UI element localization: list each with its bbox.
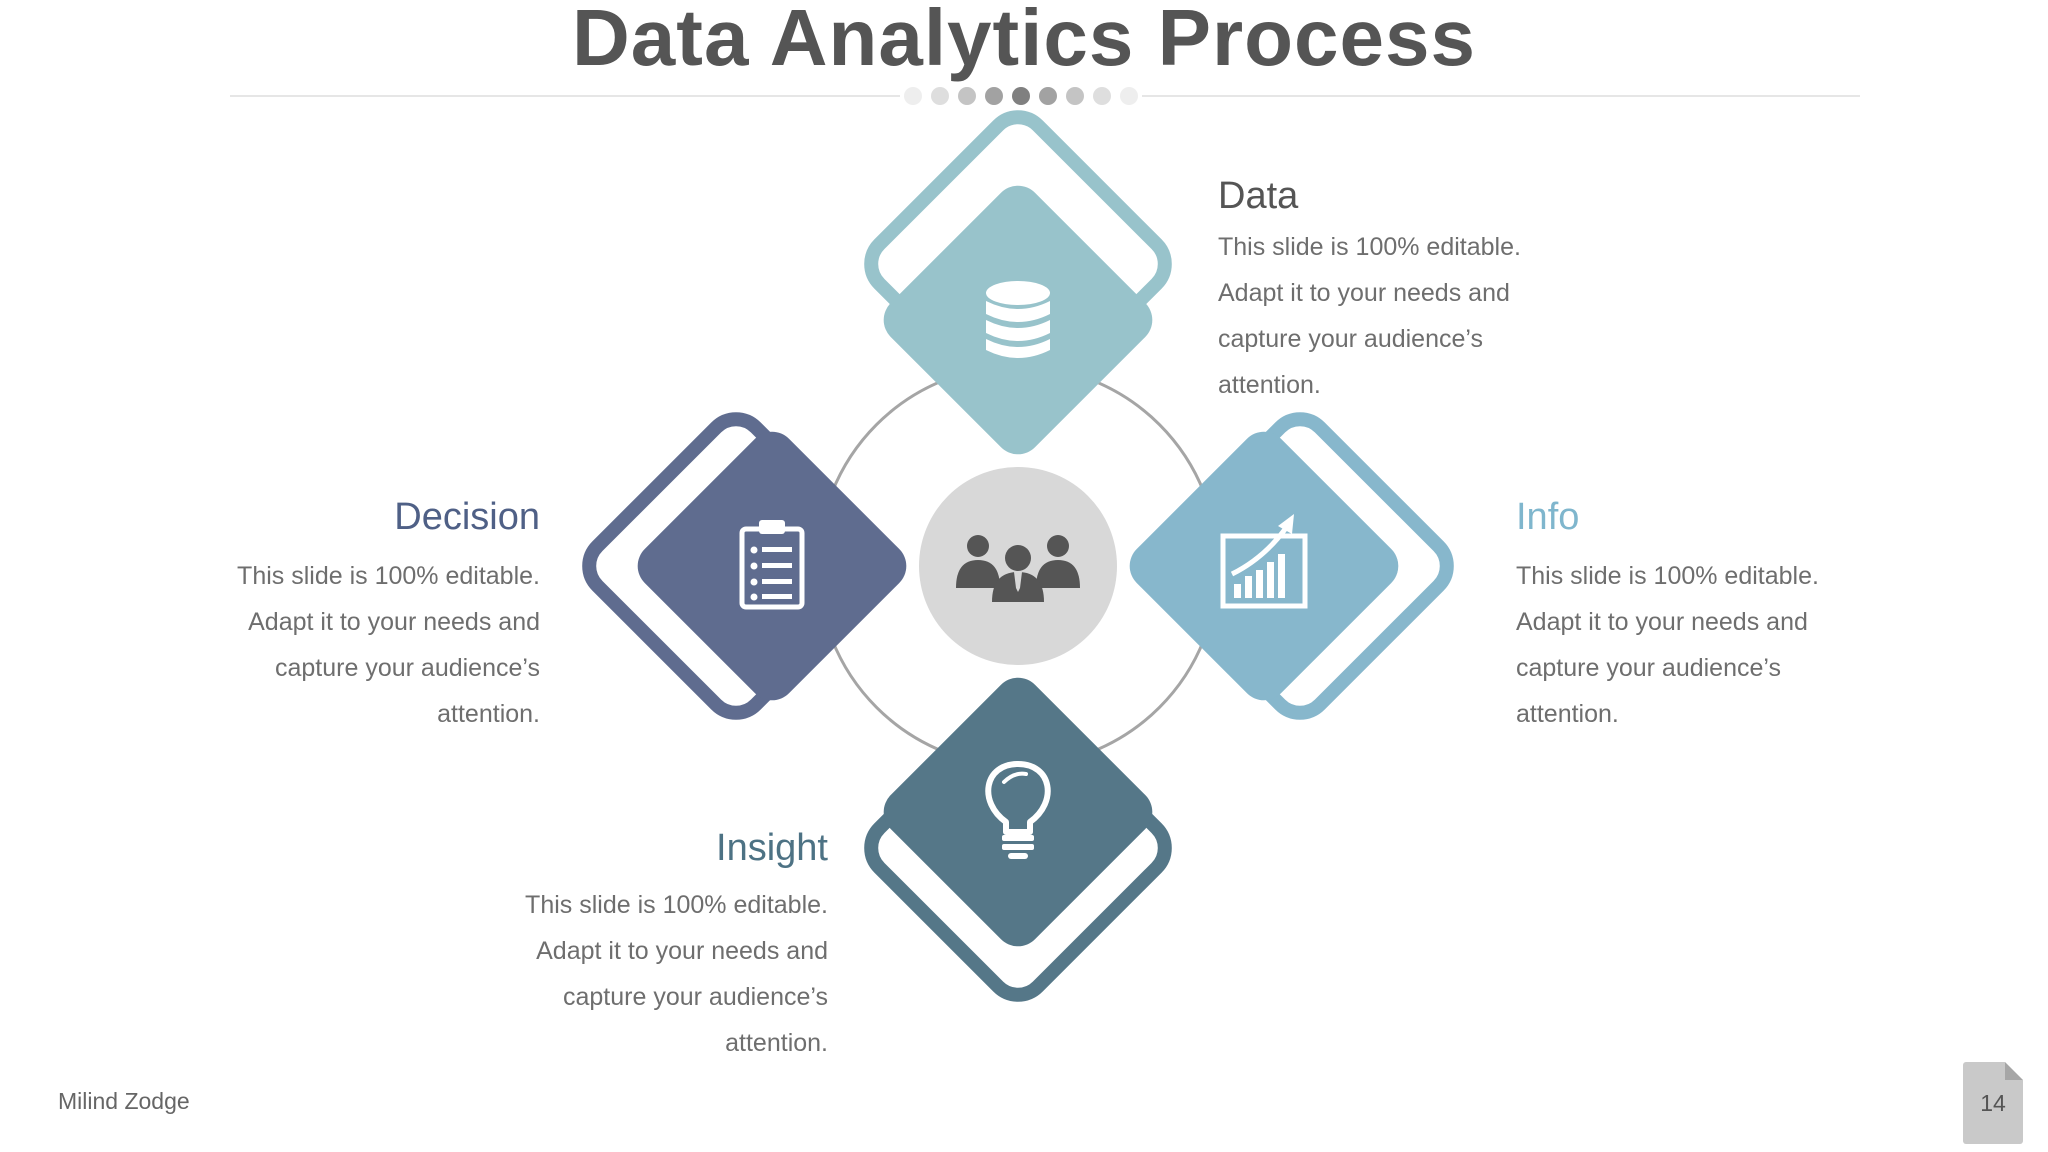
data-heading: Data	[1218, 175, 1299, 217]
decision-heading: Decision	[394, 496, 540, 538]
data-description-line: capture your audience’s	[1218, 325, 1483, 353]
insight-heading: Insight	[716, 827, 828, 869]
lightbulb-icon	[985, 761, 1051, 859]
decision-description-line: attention.	[437, 700, 540, 728]
insight-description-line: capture your audience’s	[563, 983, 828, 1011]
database-icon	[986, 281, 1050, 358]
data-description-line: attention.	[1218, 371, 1321, 399]
data-description-line: Adapt it to your needs and	[1218, 279, 1510, 307]
people-group-icon	[956, 535, 1080, 602]
author-name: Milind Zodge	[58, 1088, 190, 1114]
info-description-line: attention.	[1516, 700, 1619, 728]
page-number-tab: 14	[1963, 1062, 2023, 1144]
info-description: This slide is 100% editable. Adapt it to…	[1516, 553, 1819, 737]
clipboard-icon	[739, 520, 805, 610]
decision-description-line: Adapt it to your needs and	[248, 608, 540, 636]
decision-description-line: capture your audience’s	[275, 654, 540, 682]
info-heading: Info	[1516, 496, 1580, 538]
slide-title: Data Analytics Process	[572, 0, 1476, 82]
page-number: 14	[1980, 1090, 2006, 1116]
title-divider	[230, 87, 1860, 105]
page-fold-corner	[2005, 1062, 2023, 1080]
insight-diamond	[864, 677, 1172, 1002]
info-description-line: capture your audience’s	[1516, 654, 1781, 682]
info-description-line: Adapt it to your needs and	[1516, 608, 1808, 636]
insight-description-line: This slide is 100% editable.	[525, 891, 828, 919]
insight-description: This slide is 100% editable. Adapt it to…	[438, 882, 828, 1066]
decision-description: This slide is 100% editable. Adapt it to…	[150, 553, 540, 737]
info-diamond	[1129, 412, 1454, 720]
data-description: This slide is 100% editable. Adapt it to…	[1218, 224, 1521, 408]
decision-description-line: This slide is 100% editable.	[237, 562, 540, 590]
insight-description-line: attention.	[725, 1029, 828, 1057]
data-description-line: This slide is 100% editable.	[1218, 233, 1521, 261]
info-description-line: This slide is 100% editable.	[1516, 562, 1819, 590]
decision-diamond	[582, 412, 907, 720]
insight-description-line: Adapt it to your needs and	[536, 937, 828, 965]
growth-chart-icon	[1220, 514, 1308, 609]
